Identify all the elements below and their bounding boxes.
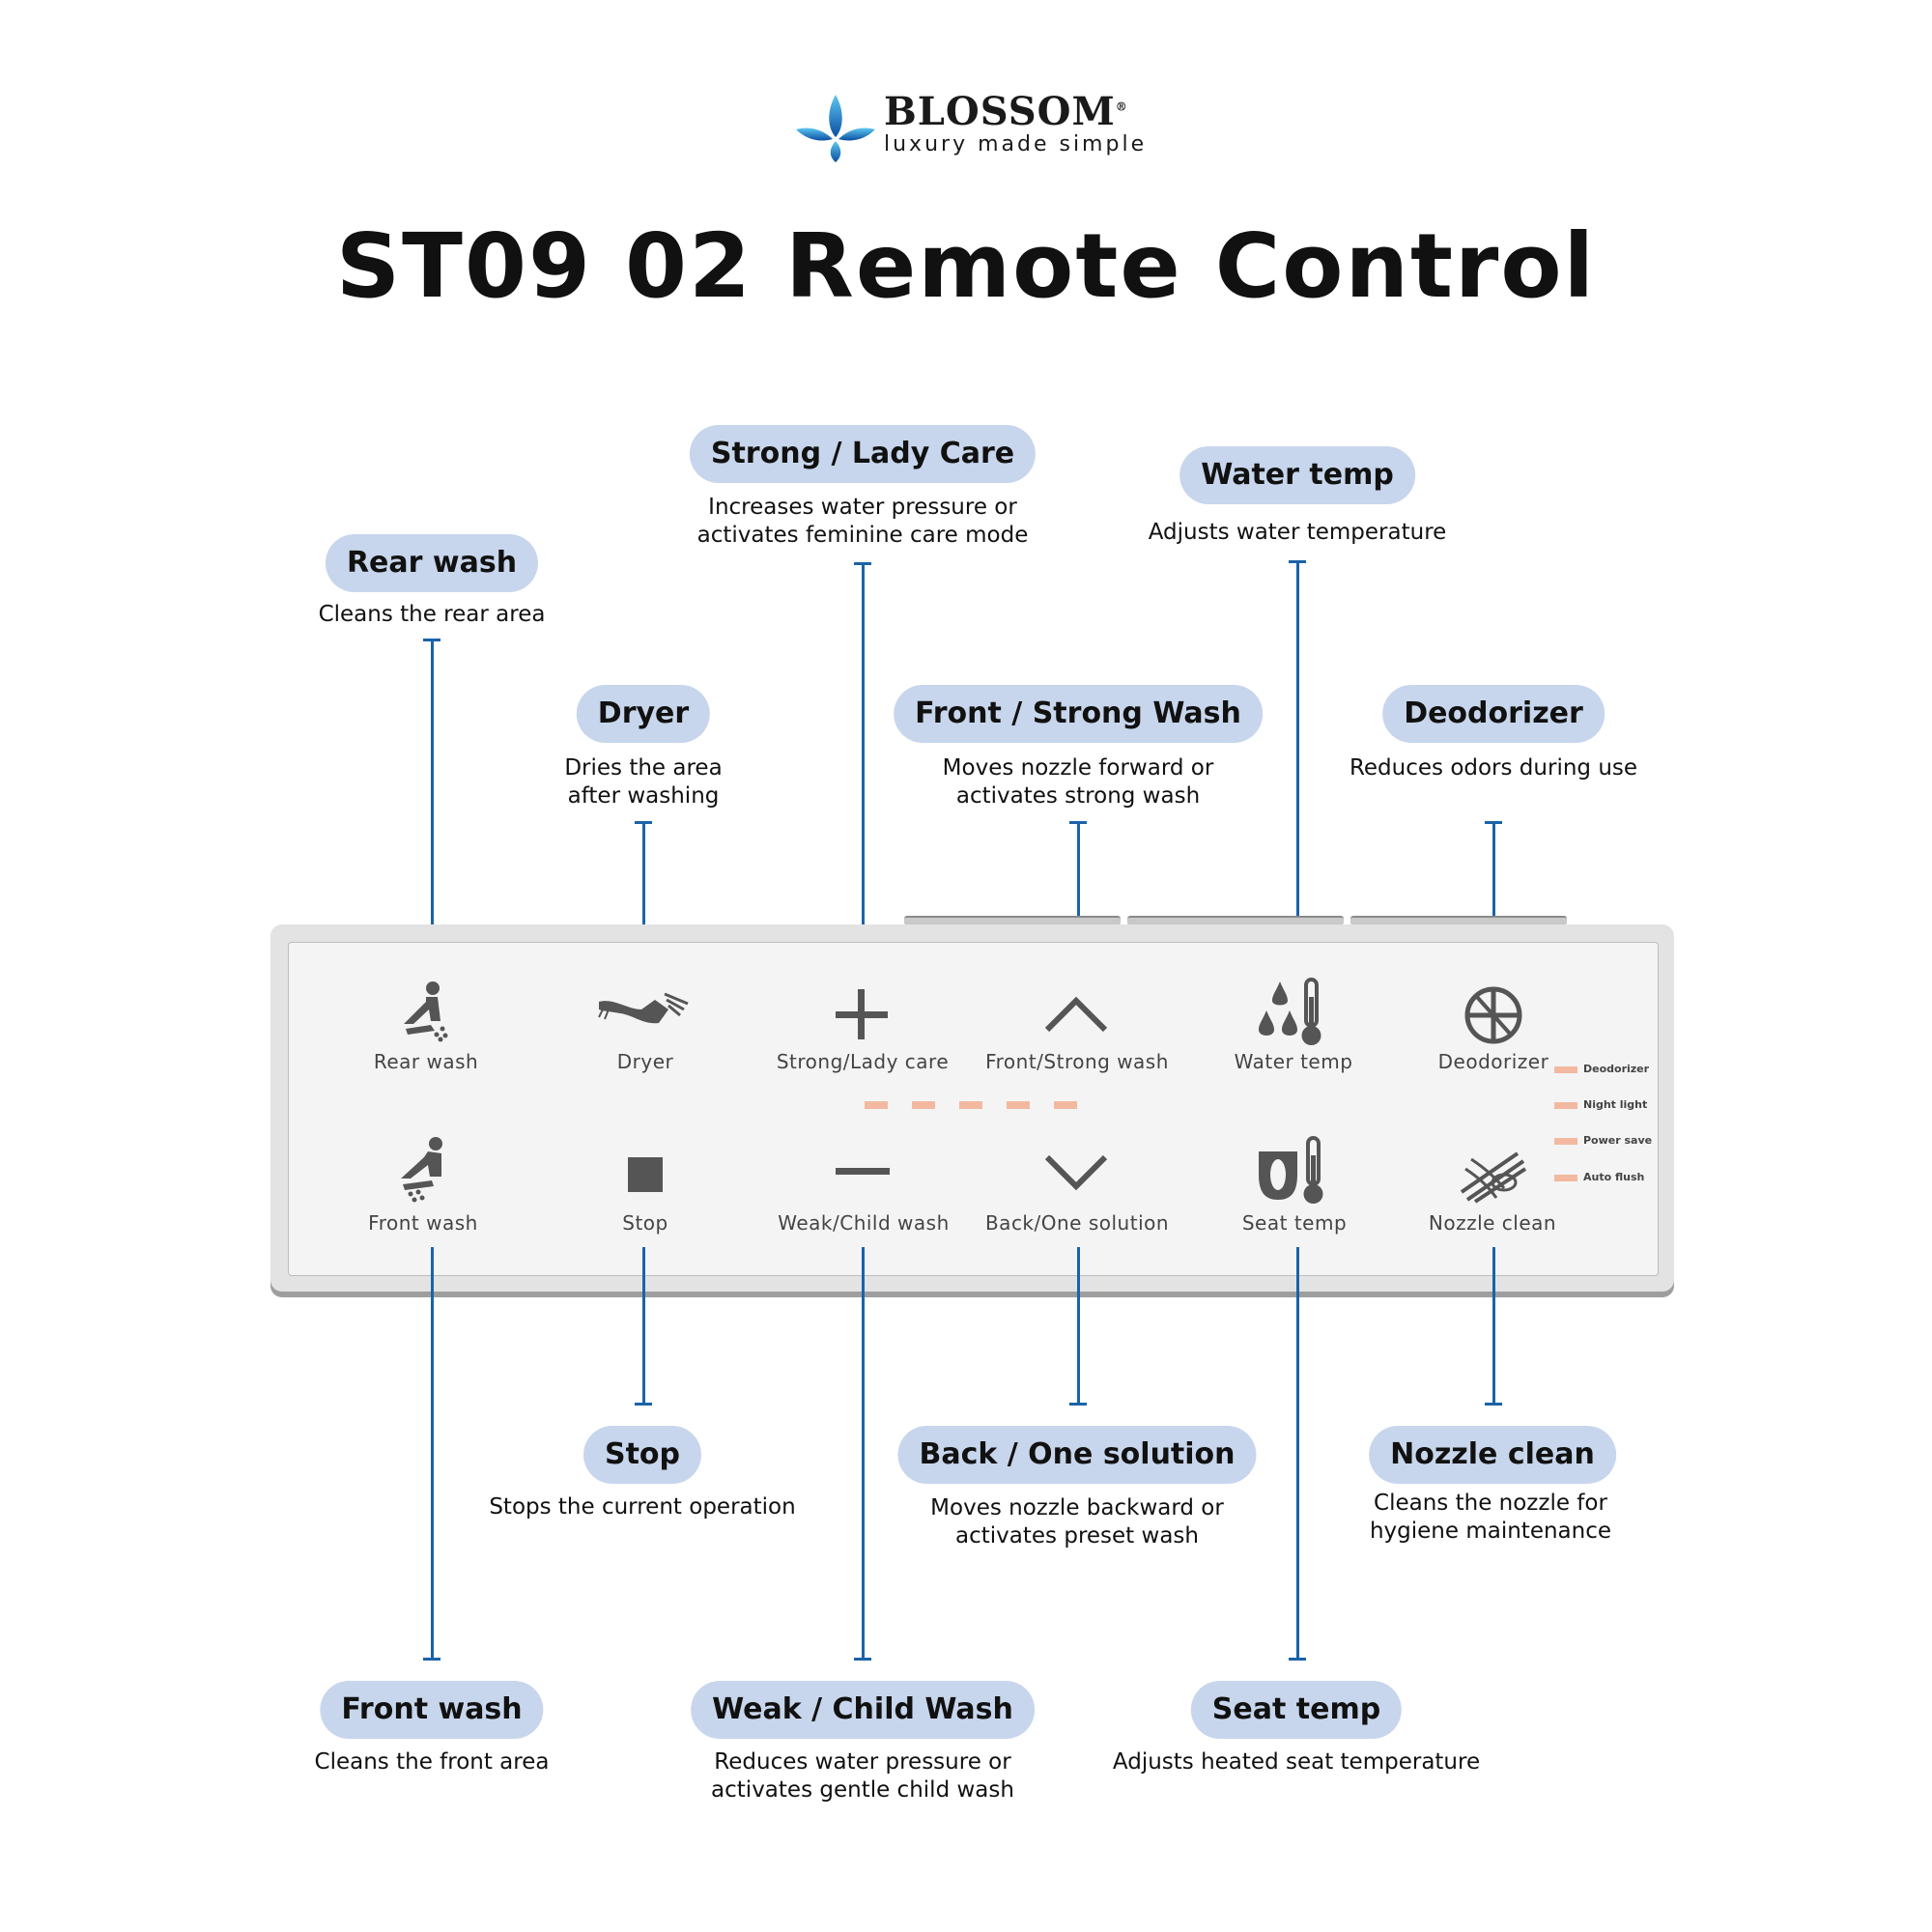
rear-wash-icon[interactable]	[392, 980, 460, 1043]
indicator-label-auto-flush: Auto flush	[1583, 1171, 1645, 1183]
dryer-icon[interactable]	[595, 990, 692, 1034]
remote-top-tab	[1350, 916, 1567, 925]
callout-stop-label: Stop	[582, 1426, 702, 1484]
seat-temp-icon[interactable]	[1255, 1136, 1332, 1206]
remote-label-rear-wash: Rear wash	[373, 1050, 479, 1073]
front-wash-icon[interactable]	[389, 1136, 457, 1206]
remote-label-back-one: Back/One solution	[984, 1211, 1170, 1235]
status-led	[1054, 1101, 1077, 1109]
callout-nozzle-clean-label: Nozzle clean	[1369, 1426, 1616, 1484]
water-temp-icon[interactable]	[1255, 978, 1332, 1047]
leader-line-front-wash	[431, 1247, 434, 1660]
chevron-up-icon[interactable]	[1042, 993, 1110, 1036]
indicator-led-deodorizer	[1554, 1066, 1577, 1073]
leader-line-back-one	[1077, 1247, 1080, 1405]
remote-face	[288, 942, 1659, 1276]
registered-mark: ®	[1115, 99, 1128, 114]
lotus-logo-icon	[796, 95, 875, 162]
status-led	[1007, 1101, 1030, 1109]
indicator-led-night-light	[1554, 1102, 1577, 1109]
callout-strong-lady-label: Strong / Lady Care	[689, 425, 1037, 483]
leader-tick	[1485, 1403, 1502, 1406]
remote-label-seat-temp: Seat temp	[1241, 1211, 1348, 1235]
callout-water-temp-desc: Adjusts water temperature	[1148, 520, 1447, 545]
stop-icon[interactable]	[626, 1155, 665, 1194]
remote-top-tab	[904, 916, 1121, 925]
plus-icon[interactable]	[833, 987, 891, 1041]
callout-seat-temp-label: Seat temp	[1190, 1681, 1403, 1739]
remote-label-strong-lady: Strong/Lady care	[776, 1050, 950, 1073]
remote-label-deodorizer: Deodorizer	[1437, 1050, 1549, 1073]
callout-dryer-label: Dryer	[576, 685, 711, 743]
indicator-label-deodorizer: Deodorizer	[1583, 1063, 1650, 1075]
callout-stop-desc: Stops the current operation	[489, 1494, 796, 1520]
callout-deodorizer-label: Deodorizer	[1382, 685, 1605, 743]
leader-line-rear-wash	[431, 639, 434, 967]
leader-tick	[1069, 1403, 1087, 1406]
leader-line-seat-temp	[1296, 1247, 1299, 1660]
callout-front-wash-label: Front wash	[320, 1681, 544, 1739]
deodorizer-icon[interactable]	[1460, 983, 1527, 1047]
chevron-down-icon[interactable]	[1042, 1151, 1110, 1194]
indicator-label-power-save: Power save	[1583, 1134, 1653, 1147]
callout-front-strong-label: Front / Strong Wash	[894, 685, 1263, 743]
brand-name: BLOSSOM	[884, 89, 1116, 134]
leader-line-weak-child	[862, 1247, 865, 1660]
leader-line-stop	[642, 1247, 645, 1405]
leader-line-strong-lady	[862, 562, 865, 967]
leader-line-dryer	[642, 821, 645, 967]
indicator-led-auto-flush	[1554, 1175, 1577, 1181]
callout-weak-child-label: Weak / Child Wash	[691, 1681, 1035, 1739]
status-led	[959, 1101, 982, 1109]
callout-seat-temp-desc: Adjusts heated seat temperature	[1112, 1749, 1481, 1775]
remote-label-front-strong: Front/Strong wash	[985, 1050, 1169, 1073]
status-led	[865, 1101, 888, 1109]
page-title: ST09 02 Remote Control	[335, 214, 1597, 318]
leader-tick	[635, 1403, 652, 1406]
indicator-label-night-light: Night light	[1583, 1098, 1648, 1111]
minus-icon[interactable]	[834, 1165, 892, 1179]
remote-label-front-wash: Front wash	[368, 1211, 478, 1235]
callout-water-temp-label: Water temp	[1179, 446, 1415, 504]
leader-tick	[1289, 1658, 1306, 1661]
remote-label-water-temp: Water temp	[1234, 1050, 1353, 1073]
brand-logo: BLOSSOM® luxury made simple	[792, 89, 1179, 166]
callout-deodorizer-desc: Reduces odors during use	[1349, 755, 1638, 781]
remote-label-stop: Stop	[622, 1211, 668, 1235]
remote-top-tab	[1127, 916, 1344, 925]
remote-label-weak-child: Weak/Child wash	[778, 1211, 950, 1235]
remote-label-nozzle-clean: Nozzle clean	[1428, 1211, 1557, 1235]
leader-line-nozzle-clean	[1492, 1247, 1495, 1405]
callout-rear-wash-label: Rear wash	[325, 534, 539, 592]
nozzle-clean-icon[interactable]	[1458, 1150, 1529, 1204]
brand-tagline: luxury made simple	[884, 132, 1148, 156]
leader-line-water-temp	[1296, 560, 1299, 967]
callout-front-wash-desc: Cleans the front area	[314, 1749, 550, 1775]
indicator-led-power-save	[1554, 1138, 1577, 1145]
leader-tick	[854, 1658, 871, 1661]
leader-line-deodorizer	[1492, 821, 1495, 967]
remote-label-dryer: Dryer	[616, 1050, 674, 1073]
leader-tick	[423, 1658, 440, 1661]
callout-rear-wash-desc: Cleans the rear area	[318, 602, 546, 627]
callout-back-one-label: Back / One solution	[897, 1426, 1257, 1484]
leader-line-front-strong	[1077, 821, 1080, 967]
status-led	[912, 1101, 935, 1109]
